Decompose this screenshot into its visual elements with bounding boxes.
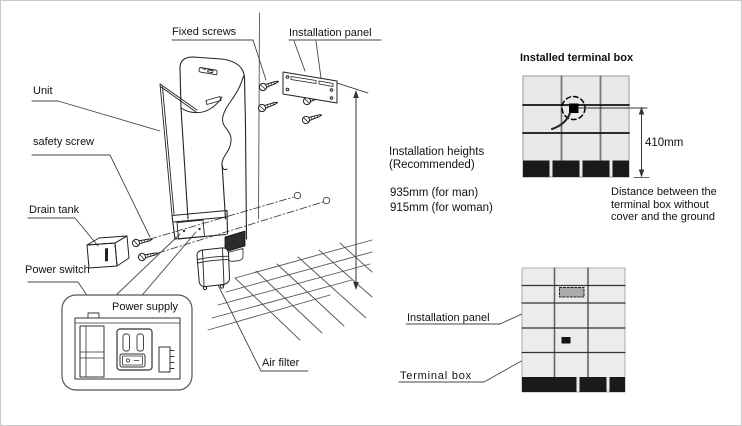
- label-safety-screw: safety screw: [33, 136, 95, 148]
- drain-tank-drawing: [86, 235, 130, 269]
- label-air-filter: Air filter: [262, 357, 300, 369]
- dimension-410: [633, 106, 650, 178]
- label-unit: Unit: [33, 85, 53, 97]
- screw-axis-lines: [149, 196, 324, 254]
- cable-curve: [551, 112, 571, 130]
- floor-grid: [207, 239, 373, 341]
- power-supply-inset: [61, 294, 193, 391]
- installation-panel-drawing: [282, 71, 369, 104]
- installation-heights-subtitle: (Recommended): [389, 159, 475, 171]
- dimension-410mm-label: 410mm: [645, 137, 684, 149]
- hand-dryer-unit-drawing: [159, 56, 248, 262]
- wall-panel-figure: [521, 267, 626, 393]
- air-filter-drawing: [196, 247, 231, 291]
- height-for-man: 935mm (for man): [390, 187, 479, 199]
- wall-edge-line: [258, 12, 260, 220]
- terminal-box-square: [569, 103, 579, 113]
- floor-dark-tiles: [523, 160, 629, 177]
- installation-heights-title: Installation heights: [389, 146, 485, 158]
- terminal-box-marker: [561, 337, 571, 344]
- label-installation-panel-wall: Installation panel: [407, 312, 490, 324]
- wall-hole-circles: [293, 191, 331, 205]
- height-for-woman: 915mm (for woman): [390, 202, 493, 214]
- terminal-box-note: Distance between the terminal box withou…: [611, 186, 717, 223]
- installed-terminal-box-title: Installed terminal box: [520, 52, 634, 64]
- floor-dark-tiles: [522, 377, 625, 392]
- installation-panel-marker: [559, 287, 585, 298]
- installed-terminal-box-figure: [522, 75, 650, 178]
- label-fixed-screws: Fixed screws: [172, 26, 237, 38]
- label-drain-tank: Drain tank: [29, 204, 80, 216]
- label-power-switch: Power switch: [25, 264, 90, 276]
- label-terminal-box-wall: Terminal box: [400, 370, 472, 382]
- height-dimension-line: [353, 90, 359, 290]
- label-installation-panel: Installation panel: [289, 27, 372, 39]
- label-power-supply: Power supply: [112, 301, 179, 313]
